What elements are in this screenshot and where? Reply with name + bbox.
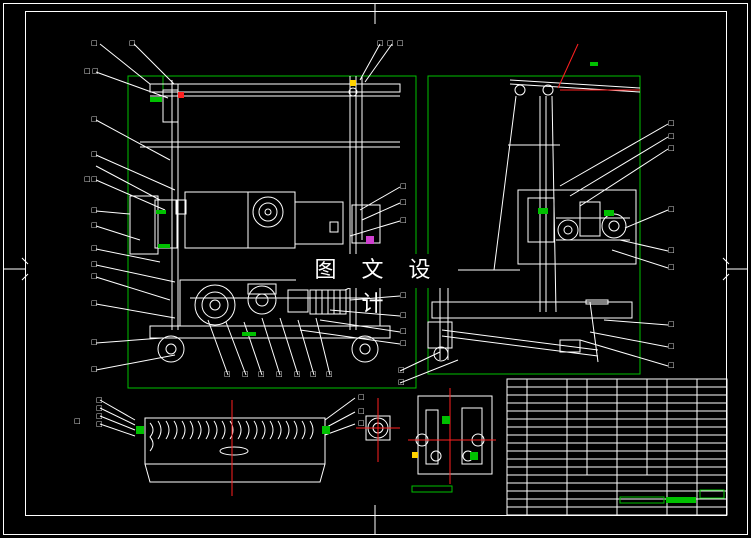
balloon-label-38: □ xyxy=(668,205,675,213)
balloon-label-36: □ xyxy=(668,132,675,140)
balloon-label-29: □ xyxy=(242,370,249,378)
balloon-label-11: □ xyxy=(91,244,98,252)
balloon-label-27: □ xyxy=(400,339,407,347)
balloon-label-1: □ xyxy=(91,39,98,47)
balloon-label-47: □ xyxy=(96,396,103,404)
balloon-label-15: □ xyxy=(91,338,98,346)
balloon-label-8: □ xyxy=(91,175,98,183)
section-view xyxy=(408,388,496,493)
balloon-label-37: □ xyxy=(668,144,675,152)
balloon-label-30: □ xyxy=(258,370,265,378)
title-block xyxy=(506,378,728,516)
balloon-label-10: □ xyxy=(91,221,98,229)
balloon-label-45: □ xyxy=(398,378,405,386)
balloon-label-7: □ xyxy=(84,175,91,183)
balloon-label-28: □ xyxy=(224,370,231,378)
balloon-label-5: □ xyxy=(91,115,98,123)
balloon-label-40: □ xyxy=(668,263,675,271)
balloon-label-32: □ xyxy=(294,370,301,378)
balloon-label-2: □ xyxy=(129,39,136,47)
balloon-label-44: □ xyxy=(398,366,405,374)
top-view-spring-coil xyxy=(149,420,314,452)
balloon-label-22: □ xyxy=(400,216,407,224)
balloon-label-20: □ xyxy=(400,182,407,190)
balloon-label-53: □ xyxy=(358,419,365,427)
balloon-label-4: □ xyxy=(92,67,99,75)
balloon-label-17: □ xyxy=(377,39,384,47)
front-view xyxy=(127,75,417,389)
balloon-label-31: □ xyxy=(276,370,283,378)
balloon-label-16: □ xyxy=(91,365,98,373)
balloon-label-41: □ xyxy=(668,320,675,328)
balloon-label-21: □ xyxy=(400,198,407,206)
balloon-label-9: □ xyxy=(91,206,98,214)
balloon-label-35: □ xyxy=(668,119,675,127)
balloon-label-13: □ xyxy=(91,272,98,280)
inner-border xyxy=(25,11,727,516)
side-view xyxy=(427,75,641,375)
top-view xyxy=(99,397,356,496)
balloon-label-18: □ xyxy=(387,39,394,47)
side-view-leaders xyxy=(399,43,669,384)
balloon-label-12: □ xyxy=(91,260,98,268)
balloon-label-19: □ xyxy=(397,39,404,47)
detail-view xyxy=(356,398,400,462)
balloon-label-6: □ xyxy=(91,150,98,158)
balloon-label-49: □ xyxy=(96,412,103,420)
annotation-markers xyxy=(136,62,696,503)
balloon-label-25: □ xyxy=(400,311,407,319)
balloon-label-14: □ xyxy=(91,299,98,307)
balloon-label-48: □ xyxy=(96,404,103,412)
balloon-label-3: □ xyxy=(84,67,91,75)
balloon-label-42: □ xyxy=(668,342,675,350)
balloon-label-50: □ xyxy=(96,420,103,428)
balloon-label-46: □ xyxy=(74,417,81,425)
part-number-balloons: □□□□□□□□□□□□□□□□□□□□□□□□□□□□□□□□□□□□□□□□… xyxy=(74,39,675,428)
balloon-label-33: □ xyxy=(310,370,317,378)
balloon-label-24: □ xyxy=(400,291,407,299)
balloon-label-34: □ xyxy=(326,370,333,378)
balloon-label-43: □ xyxy=(668,361,675,369)
balloon-label-51: □ xyxy=(358,393,365,401)
balloon-label-52: □ xyxy=(358,407,365,415)
balloon-label-26: □ xyxy=(400,327,407,335)
balloon-label-39: □ xyxy=(668,246,675,254)
watermark-title: 图 文 设 计 xyxy=(296,254,458,317)
